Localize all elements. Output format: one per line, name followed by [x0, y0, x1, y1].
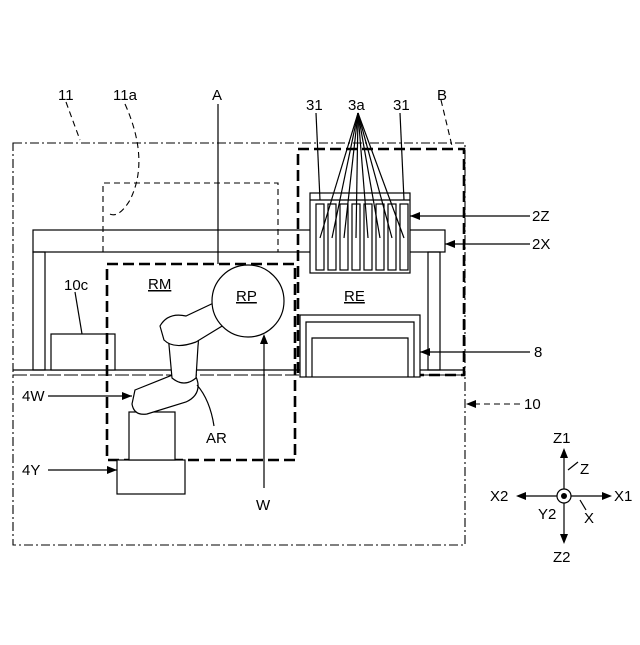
coordinate-axes: Z1 Z X2 X1 Y2 X Z2	[490, 430, 632, 566]
axis-label-x: X	[584, 510, 594, 527]
leader-10c	[75, 292, 82, 334]
arrowhead-2z	[410, 212, 420, 220]
label-2x: 2X	[532, 236, 550, 253]
label-11a: 11a	[113, 87, 138, 104]
label-re: RE	[344, 288, 365, 305]
label-w: W	[256, 497, 271, 514]
label-10c: 10c	[64, 277, 89, 294]
arrowhead-10	[466, 400, 476, 408]
tray-8	[300, 315, 420, 377]
axis-label-y2: Y2	[538, 506, 556, 523]
axis-label-z2: Z2	[553, 549, 571, 566]
label-b: B	[437, 87, 447, 104]
robot-pedestal	[129, 412, 175, 460]
label-4w: 4W	[22, 388, 45, 405]
leader-31-left	[316, 113, 320, 200]
frame-leg-left	[33, 252, 45, 370]
label-4y: 4Y	[22, 462, 40, 479]
arrowhead-4y	[107, 466, 117, 474]
block-10c	[51, 334, 115, 370]
leader-11	[66, 102, 80, 140]
label-a: A	[212, 87, 222, 104]
arrowhead-z1	[560, 448, 568, 458]
axis-label-x2: X2	[490, 488, 508, 505]
arrowhead-w	[260, 334, 268, 344]
leader-11a	[108, 104, 139, 215]
leader-31-right	[400, 113, 404, 200]
label-31-right: 31	[393, 97, 410, 114]
leader-axis-z	[568, 462, 578, 470]
label-31-left: 31	[306, 97, 323, 114]
label-2z: 2Z	[532, 208, 550, 225]
label-ar: AR	[206, 430, 227, 447]
label-rm: RM	[148, 276, 171, 293]
axis-label-z: Z	[580, 461, 589, 478]
arrowhead-4w	[122, 392, 132, 400]
label-11: 11	[58, 87, 74, 104]
arrowhead-2x	[445, 240, 455, 248]
axis-label-x1: X1	[614, 488, 632, 505]
robot-arm-ar	[117, 300, 232, 494]
leader-b	[441, 100, 452, 146]
leader-axis-x	[580, 500, 586, 510]
label-8: 8	[534, 344, 542, 361]
label-rp: RP	[236, 288, 257, 305]
label-3a: 3a	[348, 97, 365, 114]
robot-base-4y	[117, 460, 185, 494]
arrowhead-z2	[560, 534, 568, 544]
label-10: 10	[524, 396, 541, 413]
axis-y-dot	[561, 493, 567, 499]
arrowhead-8	[420, 348, 430, 356]
leader-ar	[197, 385, 214, 426]
arrowhead-x1	[602, 492, 612, 500]
arrowhead-x2	[516, 492, 526, 500]
axis-label-z1: Z1	[553, 430, 571, 447]
